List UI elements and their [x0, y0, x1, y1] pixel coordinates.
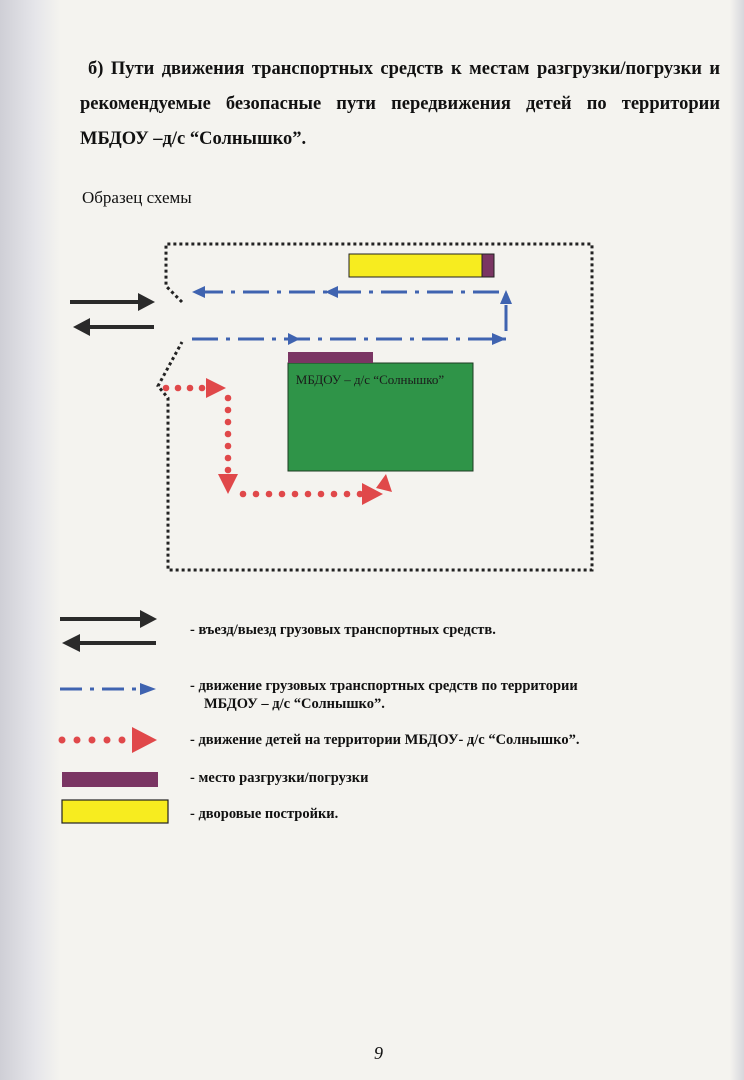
yard-building-unloading-zone [481, 253, 495, 278]
entry-exit-arrows [70, 293, 155, 336]
section-heading: б) Пути движения транспортных средств к … [80, 59, 720, 149]
legend-children-path-symbol [58, 727, 157, 753]
legend-vehicle-path-symbol [60, 683, 156, 695]
legend-entry-exit-symbol [60, 610, 157, 652]
legend-vehicle-movement-label: - движение грузовых транспортных средств… [190, 678, 578, 694]
vehicle-path [192, 286, 512, 345]
legend-entry-exit-label: - въезд/выезд грузовых транспортных сред… [190, 622, 496, 638]
scheme-caption: Образец схемы [82, 188, 192, 207]
legend-yard-buildings-label: - дворовые постройки. [190, 806, 339, 822]
yard-building [348, 253, 483, 278]
main-building-unloading-zone [288, 352, 373, 363]
page-number: 9 [374, 1043, 383, 1063]
children-path [162, 378, 392, 505]
scan-shadow-left [0, 0, 60, 1080]
main-building [287, 362, 474, 472]
main-building-label: МБДОУ – д/с “Солнышко” [295, 372, 445, 387]
legend-unloading-label: - место разгрузки/погрузки [190, 770, 369, 786]
legend-children-movement-label: - движение детей на территории МБДОУ- д/… [190, 732, 580, 748]
legend-unloading-symbol [62, 772, 158, 787]
legend-yard-building-symbol [61, 799, 169, 824]
territory-boundary [156, 242, 594, 572]
scan-shadow-right [730, 0, 744, 1080]
legend-vehicle-movement-label-cont: МБДОУ – д/с “Солнышко”. [204, 696, 385, 712]
